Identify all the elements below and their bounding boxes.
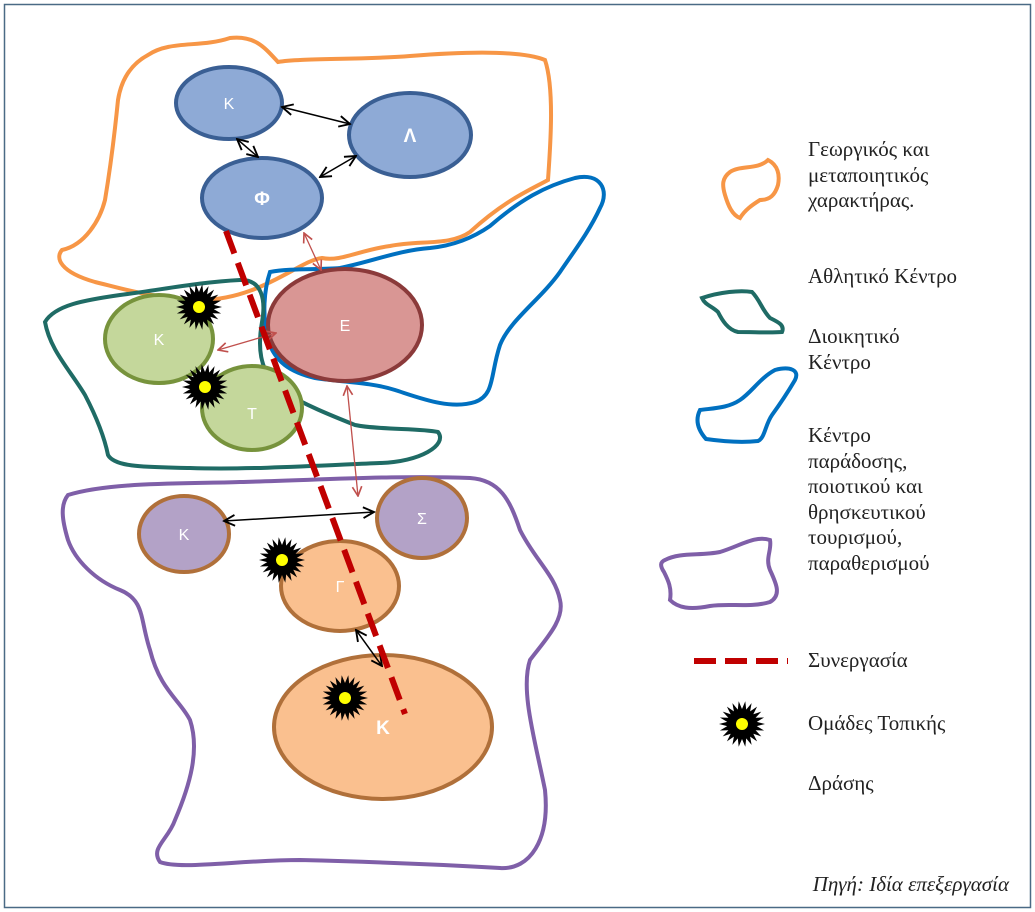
node-gamma-label: Γ bbox=[336, 579, 345, 596]
legend-admin-line-2: Κέντρο bbox=[808, 349, 871, 374]
legend-admin-icon bbox=[695, 366, 799, 444]
tourism-zone bbox=[60, 475, 563, 871]
legend-admin-line-1: Διοικητικό bbox=[808, 324, 900, 348]
legend-tourism-line-3: ποιοτικού και bbox=[808, 474, 923, 498]
legend-agricultural-label: Γεωργικός και μεταποιητικός χαρακτήρας. bbox=[808, 137, 929, 214]
legend-admin-label: Διοικητικό Κέντρο bbox=[808, 324, 900, 375]
legend-tourism-line-2: παράδοσης, bbox=[808, 448, 908, 473]
node-k-top-label: Κ bbox=[224, 96, 235, 113]
cooperation-line bbox=[223, 229, 408, 716]
lag-marker-k-green bbox=[176, 284, 222, 330]
legend-agricultural-icon bbox=[721, 157, 781, 221]
legend-agricultural-line-3: χαρακτήρας. bbox=[808, 188, 915, 212]
node-lambda-label: Λ bbox=[404, 126, 417, 147]
node-k-top bbox=[174, 65, 284, 141]
legend-cooperation-label: Συνεργασία bbox=[808, 648, 908, 672]
arrow-k-lambda bbox=[282, 107, 350, 124]
legend-lag-label-line-1: Ομάδες Τοπικής bbox=[808, 711, 946, 735]
node-k-green-label: Κ bbox=[154, 332, 165, 349]
agricultural-zone bbox=[57, 35, 553, 303]
legend-tourism-label: Κέντρο παράδοσης, ποιοτικού και θρησκευτ… bbox=[808, 423, 930, 576]
legend-lag-marker bbox=[719, 701, 765, 747]
legend-tourism-icon bbox=[659, 536, 779, 610]
legend-agricultural-line-1: Γεωργικός και bbox=[808, 137, 930, 161]
node-k-bottom-label: Κ bbox=[376, 718, 390, 739]
legend-lag-label-line-2: Δράσης bbox=[808, 771, 874, 795]
legend-sports-label: Αθλητικό Κέντρο bbox=[808, 264, 958, 288]
arrow-kpurple-sigma bbox=[224, 512, 374, 521]
node-sigma-label: Σ bbox=[417, 511, 427, 528]
node-phi-label: Φ bbox=[254, 189, 270, 210]
legend-agricultural-line-2: μεταποιητικός bbox=[808, 162, 929, 187]
arrow-epsilon-sigma bbox=[347, 386, 358, 496]
node-phi bbox=[200, 156, 324, 240]
node-k-purple bbox=[137, 494, 231, 574]
sports-zone bbox=[42, 277, 442, 471]
arrow-phi-lambda bbox=[320, 156, 356, 177]
lag-marker-k-bottom bbox=[322, 675, 368, 721]
arrow-phi-epsilon bbox=[304, 233, 321, 270]
lag-marker-gamma bbox=[259, 537, 305, 583]
node-lambda bbox=[347, 91, 473, 179]
legend-tourism-line-6: παραθερισμού bbox=[808, 550, 930, 575]
lag-marker-tau bbox=[182, 364, 228, 410]
arrow-gamma-kbottom bbox=[356, 630, 382, 666]
node-epsilon-label: Ε bbox=[340, 318, 351, 335]
node-tau-label: Τ bbox=[247, 406, 257, 423]
source-note: Πηγή: Ιδία επεξεργασία bbox=[812, 872, 1009, 896]
outer-frame bbox=[3, 3, 1032, 909]
legend-tourism-line-5: τουρισμού, bbox=[808, 525, 903, 549]
legend-tourism-line-4: θρησκευτικού bbox=[808, 499, 926, 524]
node-gamma bbox=[279, 539, 401, 633]
node-sigma bbox=[375, 476, 469, 560]
node-k-purple-label: Κ bbox=[179, 527, 190, 544]
legend-lag-icon bbox=[719, 701, 765, 747]
legend-sports-icon bbox=[699, 289, 785, 335]
node-epsilon bbox=[266, 267, 424, 383]
legend-tourism-line-1: Κέντρο bbox=[808, 423, 871, 447]
arrow-k-phi bbox=[237, 139, 258, 157]
